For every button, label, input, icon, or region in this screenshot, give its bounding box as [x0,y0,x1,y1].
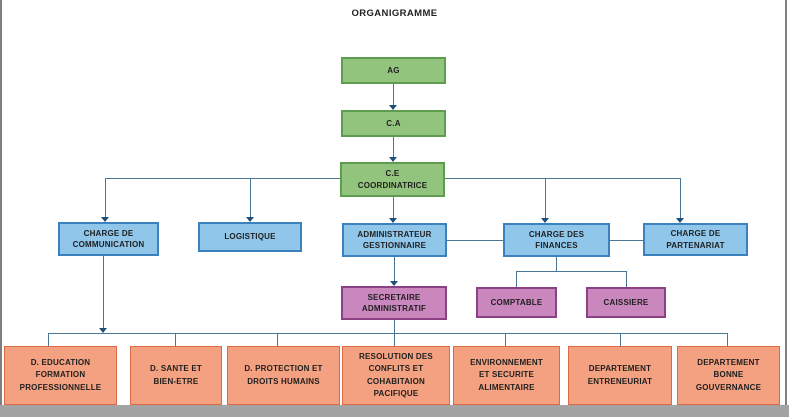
connector-arrowhead [246,217,254,222]
page-right-edge [785,0,787,417]
connector-line [393,137,394,157]
connector-line [393,84,394,105]
node-charge-partenariat[interactable]: CHARGE DE PARTENARIAT [643,223,748,256]
connector-admin-finances [447,240,503,241]
connector-arrowhead [389,105,397,110]
connector-line [103,256,104,328]
node-ag[interactable]: AG [341,57,446,84]
connector-line [505,333,506,346]
connector-arrowhead [389,157,397,162]
connector-line [394,257,395,281]
connector-line [556,257,557,271]
node-dept-gouvernance[interactable]: DEPARTEMENT BONNE GOUVERNANCE [677,346,780,405]
connector-line [626,271,627,287]
connector-line [516,271,517,287]
connector-line [727,333,728,346]
connector-line [620,333,621,346]
connector-line [175,333,176,346]
connector-arrowhead [99,328,107,333]
connector-arrowhead [101,217,109,222]
page-bottom-strip [0,405,789,417]
connector-arrowhead [541,218,549,223]
node-ca[interactable]: C.A [341,110,446,137]
node-dept-education[interactable]: D. EDUCATION FORMATION PROFESSIONNELLE [4,346,117,405]
chart-title: ORGANIGRAMME [351,8,438,19]
node-charge-communication[interactable]: CHARGE DE COMMUNICATION [58,222,159,256]
connector-line [545,178,546,218]
node-dept-resolution-conflits[interactable]: RESOLUTION DES CONFLITS ET COHABITAION P… [342,346,450,405]
connector-arrowhead [389,218,397,223]
node-ce-coordinatrice[interactable]: C.E COORDINATRICE [340,162,445,197]
node-dept-sante[interactable]: D. SANTE ET BIEN-ETRE [130,346,222,405]
node-secretaire-administratif[interactable]: SECRETAIRE ADMINISTRATIF [341,286,447,320]
connector-line [48,333,49,346]
connector-line [680,178,681,218]
node-dept-entreneuriat[interactable]: DEPARTEMENT ENTRENEURIAT [568,346,672,405]
node-caissiere[interactable]: CAISSIERE [586,287,666,318]
connector-arrowhead [676,218,684,223]
node-charge-finances[interactable]: CHARGE DES FINANCES [503,223,610,257]
connector-line [277,333,278,346]
node-dept-protection[interactable]: D. PROTECTION ET DROITS HUMAINS [227,346,340,405]
node-administrateur-gestionnaire[interactable]: ADMINISTRATEUR GESTIONNAIRE [342,223,447,257]
node-dept-environnement[interactable]: ENVIRONNEMENT ET SECURITE ALIMENTAIRE [453,346,560,405]
page-left-edge [0,0,2,417]
connector-bus-departments [48,333,727,334]
connector-finances-partenariat [610,240,643,241]
connector-bracket-finances [516,271,626,272]
node-comptable[interactable]: COMPTABLE [476,287,557,318]
connector-line [105,178,106,217]
node-logistique[interactable]: LOGISTIQUE [198,222,302,252]
connector-arrowhead [390,281,398,286]
connector-line [393,197,394,218]
connector-line [250,178,251,217]
